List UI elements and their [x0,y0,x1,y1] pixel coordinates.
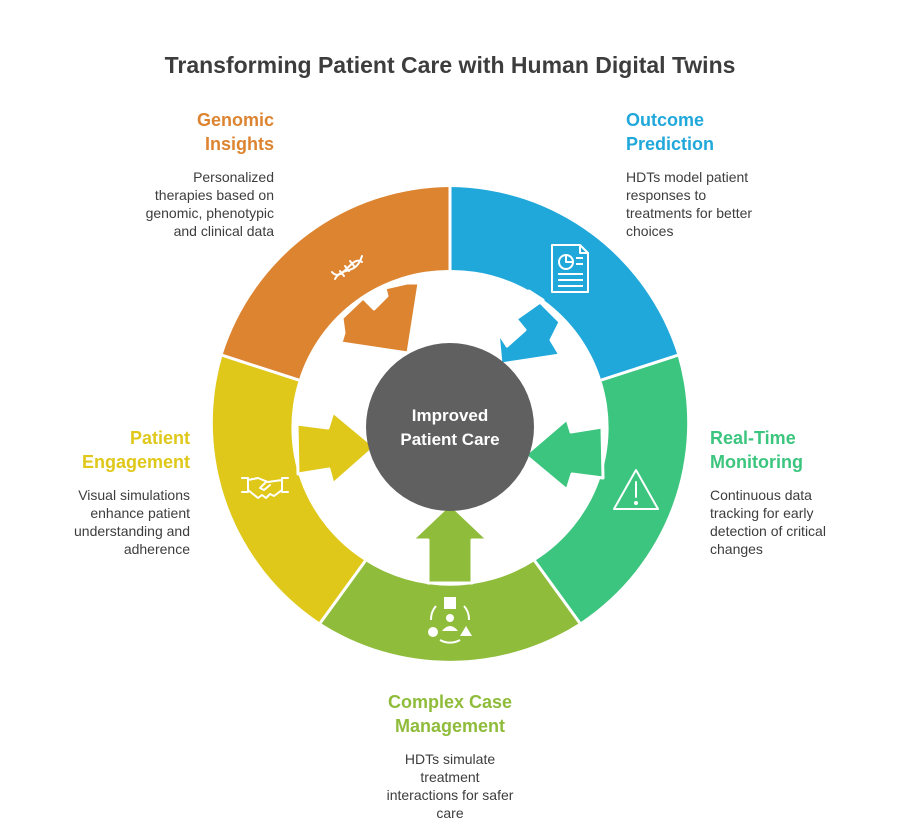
heading-line: Insights [204,134,274,154]
desc-line: changes [710,541,763,557]
desc-line: enhance patient [90,505,190,521]
desc-line: and clinical data [173,223,274,239]
heading-line: Management [394,716,506,736]
heading-line: Complex Case [387,692,513,712]
desc-patient-engagement: Visual simulations enhance patient under… [10,486,190,558]
desc-line: tracking for early [710,505,814,521]
desc-line: care [436,805,464,821]
desc-line: detection of critical [710,523,826,539]
desc-line: interactions for safer [386,787,514,803]
desc-line: HDTs simulate [404,751,496,767]
heading-line: Outcome [626,110,705,130]
person-shapes-icon [428,597,472,644]
desc-line: genomic, phenotypic [145,205,274,221]
segment-real-time-monitoring [534,355,688,623]
desc-line: treatments for better [626,205,753,221]
desc-genomic-insights: Personalized therapies based on genomic,… [94,168,274,240]
report-chart-icon [551,244,589,293]
desc-line: responses to [626,187,707,203]
segment-genomic-insights [222,187,450,381]
warning-triangle-icon [613,469,659,510]
heading-line: Real-Time [710,428,796,448]
desc-line: HDTs model patient [626,169,749,185]
arrow-real-time-monitoring [523,417,605,492]
desc-line: Personalized [193,169,274,185]
segment-outcome-prediction [450,187,678,381]
center-label-line-1: Improved [412,406,489,425]
desc-line: treatment [420,769,480,785]
heading-outcome-prediction: Outcome Prediction [626,108,826,156]
center-circle [366,343,534,511]
diagram-title: Transforming Patient Care with Human Dig… [164,52,736,78]
heading-genomic-insights: Genomic Insights [120,108,274,156]
heading-real-time-monitoring: Real-Time Monitoring [710,426,890,474]
arrow-complex-case-management [410,502,490,585]
desc-complex-case-management: HDTs simulate treatment interactions for… [340,750,560,822]
segment-complex-case-management [320,560,580,661]
segment-patient-engagement [212,355,366,623]
heading-line: Prediction [626,134,715,154]
heading-line: Genomic [196,110,274,130]
desc-real-time-monitoring: Continuous data tracking for early detec… [710,486,890,558]
desc-line: understanding and [74,523,190,539]
desc-line: choices [626,223,674,239]
desc-line: adherence [123,541,190,557]
heading-complex-case-management: Complex Case Management [340,690,560,738]
arrow-genomic-insights [339,281,421,355]
dna-icon [331,255,363,280]
desc-outcome-prediction: HDTs model patient responses to treatmen… [626,168,826,240]
arrow-outcome-prediction [496,289,562,366]
heading-line: Monitoring [710,452,803,472]
heading-line: Patient [129,428,190,448]
heading-line: Engagement [81,452,190,472]
center-label-line-2: Patient Care [400,430,499,449]
desc-line: Continuous data [710,487,812,503]
segment-dividers [220,185,680,626]
handshake-icon [241,477,289,499]
desc-line: therapies based on [154,187,274,203]
arrow-patient-engagement [295,410,377,486]
desc-line: Visual simulations [78,487,190,503]
heading-patient-engagement: Patient Engagement [20,426,190,474]
